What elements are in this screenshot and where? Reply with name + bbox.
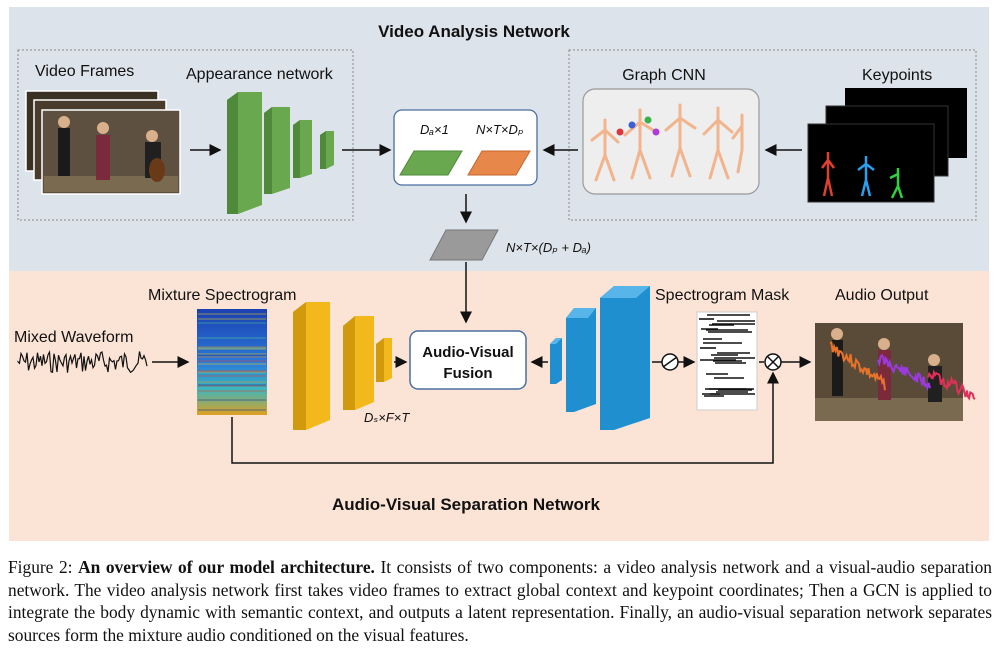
graph-node [628,121,636,129]
video-frames-stack [25,90,181,195]
audio-decoder-layers [550,286,650,430]
keypoint-dashed-box [568,49,977,221]
audio-encoder-layers [293,302,392,430]
mixed-waveform [17,350,148,374]
graph-cnn-box [582,88,760,195]
appearance-dashed-box [17,49,354,221]
mask-texture [699,314,755,397]
video-analysis-title: Video Analysis Network [378,22,570,41]
audio-visual-separation-title: Audio-Visual Separation Network [332,495,601,514]
feature-p-label: N×T×Dₚ [476,122,524,137]
spectrogram-texture [198,313,266,411]
graph-node [652,128,660,136]
video-frames-label: Video Frames [35,63,134,80]
mixed-waveform-label: Mixed Waveform [14,329,133,346]
mixture-spectrogram-label: Mixture Spectrogram [148,287,297,304]
audio-output-image [815,323,976,421]
audio-visual-fusion-box [409,330,527,390]
figure-caption: Figure 2: An overview of our model archi… [8,556,992,646]
fusion-label-line2: Fusion [443,365,492,382]
fusion-label-line1: Audio-Visual [422,344,513,361]
sigmoid-curve [662,356,678,368]
caption-prefix: Figure 2: [8,557,79,577]
architecture-figure: Video Analysis Network Video Frames Appe… [9,7,989,541]
keypoint-frames-stack [807,88,967,203]
mixture-spectrogram [197,309,267,415]
feature-a-label: Dₐ×1 [420,122,449,137]
appearance-network-layers [227,92,334,214]
graph-cnn-skeletons [590,103,744,182]
appearance-network-label: Appearance network [186,66,334,83]
appearance-feature-slab [399,150,463,176]
skip-connection-arrow [231,371,779,464]
keypoints-label: Keypoints [862,67,932,84]
pose-feature-slab [467,150,531,176]
multiply-cross [766,355,780,369]
graph-cnn-label: Graph CNN [622,67,706,84]
combined-feature-label: N×T×(Dₚ + Dₐ) [506,240,591,255]
spectrogram-mask-label: Spectrogram Mask [655,287,790,304]
caption-body: It consists of two components: a video a… [8,557,992,645]
caption-bold: An overview of our model architecture. [78,557,375,577]
combined-feature-slab [429,229,499,261]
graph-node [616,128,624,136]
encoder-dims-label: Dₛ×F×T [364,410,410,425]
graph-node [644,116,652,124]
audio-output-label: Audio Output [835,287,929,304]
